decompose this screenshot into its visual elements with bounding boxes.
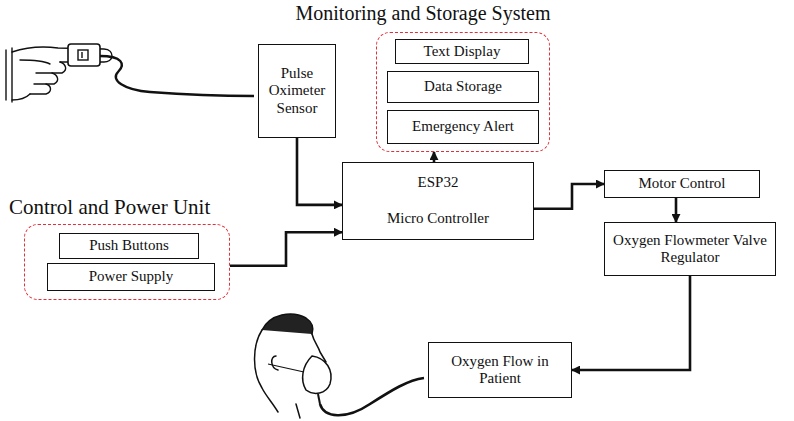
box-label: Oxygen Flowmeter Valve Regulator xyxy=(609,232,771,267)
box-label: Push Buttons xyxy=(89,237,169,254)
monitoring-group: Monitoring and Storage SystemText Displa… xyxy=(376,32,550,152)
box-label: Emergency Alert xyxy=(412,118,514,135)
box-label: Oxygen Flow in Patient xyxy=(433,353,567,388)
control-group: Control and Power UnitPush ButtonsPower … xyxy=(24,224,230,300)
alert-box: Emergency Alert xyxy=(387,110,539,144)
finger-clip-sensor xyxy=(68,44,100,66)
display-box: Text Display xyxy=(395,39,529,64)
box-label: Motor Control xyxy=(638,175,725,192)
box-label: Data Storage xyxy=(424,78,502,95)
flow-arrow xyxy=(534,184,604,209)
group-heading: Control and Power Unit xyxy=(9,195,299,219)
valve-box: Oxygen Flowmeter Valve Regulator xyxy=(604,222,776,276)
flow-arrow xyxy=(675,198,678,222)
controller-box: ESP32Micro Controller xyxy=(342,162,534,240)
power-box: Power Supply xyxy=(47,263,215,291)
motor-box: Motor Control xyxy=(604,170,760,198)
flow-arrow xyxy=(572,276,690,370)
box-label: Text Display xyxy=(424,43,501,60)
buttons-box: Push Buttons xyxy=(59,233,199,259)
flow-arrow xyxy=(297,138,342,205)
oxygen-mask xyxy=(268,356,331,404)
sensor-box: Pulse Oximeter Sensor xyxy=(258,44,336,138)
flow-arrow xyxy=(433,152,436,162)
box-label: ESP32 xyxy=(418,174,459,191)
storage-box: Data Storage xyxy=(387,71,539,103)
box-label: Pulse Oximeter Sensor xyxy=(263,65,331,117)
group-heading: Monitoring and Storage System xyxy=(258,2,588,25)
sensor-cable xyxy=(100,56,254,96)
oxygen-tube xyxy=(320,378,424,415)
patient-flow-box: Oxygen Flow in Patient xyxy=(428,342,572,398)
box-label: Power Supply xyxy=(89,268,174,285)
box-label: Micro Controller xyxy=(387,210,489,227)
flow-arrow xyxy=(230,232,342,266)
